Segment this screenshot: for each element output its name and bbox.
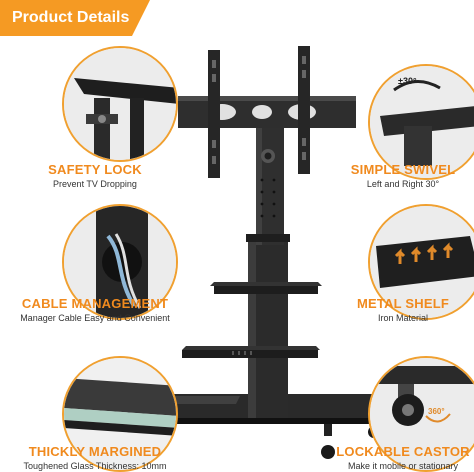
- feature-title: THICKLY MARGINED: [28, 444, 162, 459]
- feature-thickly-margined: THICKLY MARGINED Toughened Glass Thickne…: [10, 444, 180, 471]
- vesa-mount: [178, 46, 356, 178]
- lock-screw-icon: [64, 48, 176, 160]
- castor-rotation-badge: 360°: [428, 407, 445, 416]
- metal-shelf-image: [368, 204, 474, 320]
- lower-shelf: [182, 346, 320, 358]
- upper-shelf: [210, 282, 322, 294]
- thickly-margined-image: [62, 356, 178, 472]
- lockable-castor-image: 360°: [368, 356, 474, 472]
- feature-lockable-castor: LOCKABLE CASTOR Make it mobile or statio…: [318, 444, 474, 471]
- feature-title: METAL SHELF: [357, 296, 449, 311]
- product-details-banner: Product Details: [0, 0, 150, 36]
- banner-shape: [0, 0, 150, 36]
- stand-column: [246, 120, 290, 418]
- cable-channel-icon: [64, 206, 176, 318]
- feature-title: LOCKABLE CASTOR: [336, 444, 470, 459]
- feature-subtitle: Manager Cable Easy and Convenient: [20, 313, 170, 323]
- feature-subtitle: Left and Right 30°: [366, 179, 440, 189]
- banner-title: Product Details: [12, 9, 130, 26]
- feature-cable-management: CABLE MANAGEMENT Manager Cable Easy and …: [10, 296, 180, 323]
- feature-simple-swivel: SIMPLE SWIVEL Left and Right 30°: [318, 162, 474, 189]
- cable-management-image: [62, 204, 178, 320]
- swivel-icon: ±30°: [370, 66, 474, 178]
- feature-subtitle: Make it mobile or stationary: [347, 461, 459, 471]
- feature-subtitle: Prevent TV Dropping: [53, 179, 137, 189]
- safety-lock-image: [62, 46, 178, 162]
- feature-title: CABLE MANAGEMENT: [21, 296, 169, 311]
- feature-metal-shelf: METAL SHELF Iron Material: [318, 296, 474, 323]
- feature-title: SAFETY LOCK: [48, 162, 142, 177]
- feature-subtitle: Iron Material: [377, 313, 429, 323]
- metal-shelf-icon: [370, 206, 474, 318]
- feature-subtitle: Toughened Glass Thickness: 10mm: [23, 461, 167, 471]
- feature-safety-lock: SAFETY LOCK Prevent TV Dropping: [10, 162, 180, 189]
- swivel-angle-badge: ±30°: [398, 76, 417, 86]
- feature-title: SIMPLE SWIVEL: [350, 162, 456, 177]
- glass-edge-icon: [64, 358, 176, 470]
- simple-swivel-image: ±30°: [368, 64, 474, 180]
- castor-wheel-icon: 360°: [370, 358, 474, 470]
